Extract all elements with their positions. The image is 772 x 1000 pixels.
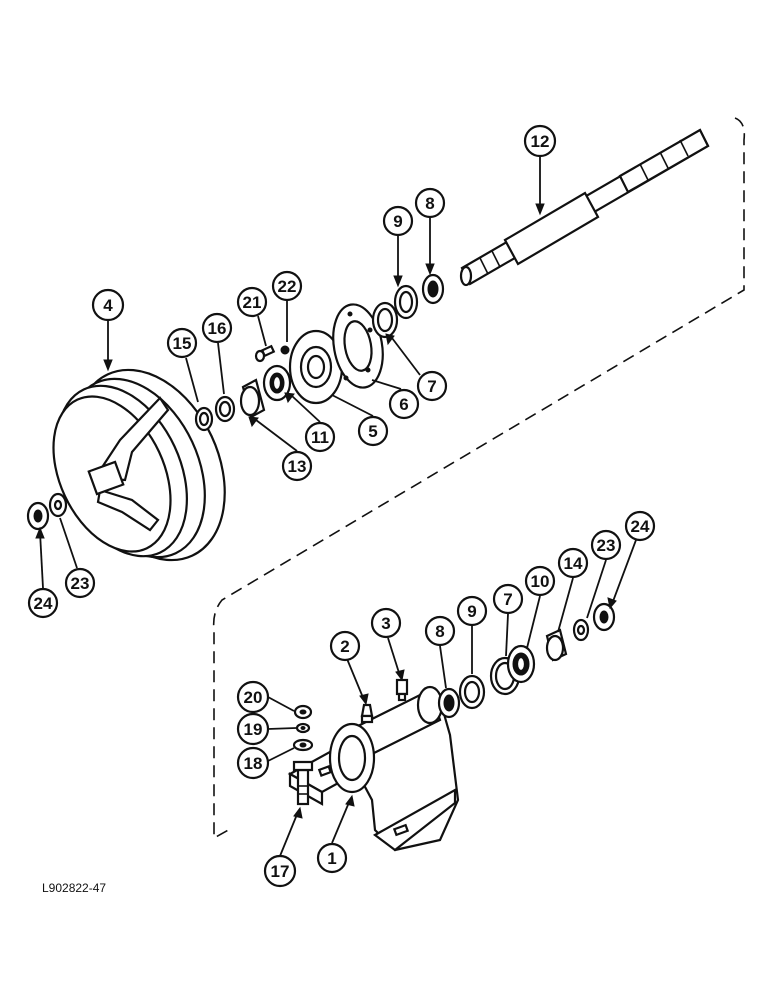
svg-text:2: 2 [340, 637, 349, 656]
callout-22: 22 [271, 270, 303, 302]
callout-16: 16 [201, 312, 233, 344]
callout-23-upper: 23 [64, 567, 96, 599]
ring-part-7-upper [371, 301, 399, 339]
svg-text:8: 8 [425, 194, 434, 213]
bearing-part-8-lower [437, 687, 461, 719]
spacer-part-13 [239, 378, 266, 419]
callout-7-lower: 7 [492, 583, 524, 615]
bearing-part-8-upper [421, 273, 445, 305]
seal-part-10 [506, 644, 536, 684]
callout-20: 20 [236, 680, 270, 714]
callout-12: 12 [523, 124, 557, 158]
leader-lines [35, 156, 637, 857]
svg-text:24: 24 [631, 517, 650, 536]
callout-21: 21 [236, 286, 268, 318]
callout-10: 10 [524, 565, 556, 597]
svg-text:23: 23 [71, 574, 90, 593]
callout-1: 1 [316, 842, 348, 874]
callout-5: 5 [357, 415, 389, 447]
callout-14: 14 [557, 547, 589, 579]
callout-23-lower: 23 [590, 529, 622, 561]
callout-8-lower: 8 [424, 615, 456, 647]
callout-6: 6 [388, 388, 420, 420]
svg-text:13: 13 [288, 457, 307, 476]
race-part-9-lower [458, 674, 486, 710]
svg-text:8: 8 [435, 622, 444, 641]
callout-19: 19 [236, 712, 270, 746]
svg-text:11: 11 [311, 428, 329, 447]
callout-2: 2 [329, 630, 361, 662]
ring-part-15 [194, 406, 214, 432]
washer-part-23-upper [48, 492, 68, 518]
svg-text:7: 7 [503, 590, 512, 609]
washer-part-23-lower [572, 618, 590, 642]
callout-7-upper: 7 [416, 370, 448, 402]
svg-text:1: 1 [327, 849, 336, 868]
washer-part-18 [292, 738, 314, 752]
callout-24-lower: 24 [624, 510, 656, 542]
svg-text:9: 9 [467, 602, 476, 621]
nut-part-20 [293, 704, 313, 720]
collar-part-14 [545, 628, 568, 662]
svg-text:23: 23 [597, 536, 616, 555]
svg-text:10: 10 [531, 572, 550, 591]
callout-3: 3 [370, 607, 402, 639]
race-part-9-upper [393, 284, 419, 320]
bolt-part-21 [254, 344, 276, 363]
washer-part-19 [295, 722, 311, 734]
svg-text:19: 19 [244, 720, 263, 739]
callout-18: 18 [236, 746, 270, 780]
callout-8-upper: 8 [414, 187, 446, 219]
nut-part-24-upper [26, 501, 50, 531]
housing-part-5 [288, 329, 344, 405]
callout-15: 15 [166, 327, 198, 359]
assembly-boundary-dashed [212, 117, 746, 840]
svg-text:9: 9 [393, 212, 402, 231]
svg-text:3: 3 [381, 614, 390, 633]
shaft-part-12 [459, 128, 710, 287]
fitting-part-22 [280, 345, 290, 355]
svg-text:17: 17 [271, 862, 290, 881]
gasket-part-6 [332, 303, 384, 389]
svg-text:16: 16 [208, 319, 227, 338]
svg-text:18: 18 [244, 754, 263, 773]
svg-text:14: 14 [564, 554, 583, 573]
callout-4: 4 [91, 288, 125, 322]
callout-9-upper: 9 [382, 205, 414, 237]
svg-text:4: 4 [103, 296, 113, 315]
callout-9-lower: 9 [456, 595, 488, 627]
seal-part-11 [262, 364, 292, 402]
svg-text:5: 5 [368, 422, 377, 441]
svg-text:15: 15 [173, 334, 192, 353]
svg-text:12: 12 [531, 132, 550, 151]
bearing-housing-part-1 [287, 685, 460, 852]
callout-17: 17 [263, 854, 297, 888]
svg-text:6: 6 [399, 395, 408, 414]
svg-text:20: 20 [244, 688, 263, 707]
nut-part-24-lower [592, 602, 616, 632]
ring-part-16 [214, 395, 236, 423]
grease-fitting-part-2 [360, 703, 374, 724]
svg-text:7: 7 [427, 377, 436, 396]
breather-part-3 [395, 678, 409, 702]
svg-text:21: 21 [243, 293, 262, 312]
callout-13: 13 [281, 450, 313, 482]
svg-text:22: 22 [278, 277, 297, 296]
drawing-id-label: L902822-47 [42, 881, 106, 895]
bolt-part-17 [292, 760, 314, 806]
callout-11: 11 [304, 421, 336, 453]
pulley-part-4 [52, 368, 226, 562]
svg-text:24: 24 [34, 594, 53, 613]
callout-24-upper: 24 [27, 587, 59, 619]
